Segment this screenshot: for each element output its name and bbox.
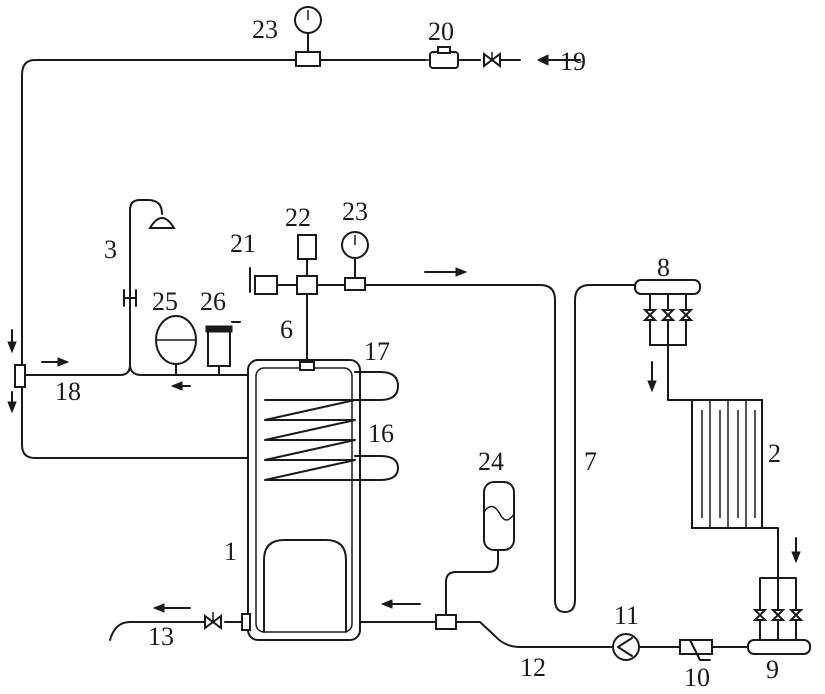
- flow-arrow-icon: [7, 329, 70, 414]
- tee-fitting-18: [14, 199, 163, 388]
- label-24: 24: [478, 447, 504, 476]
- safety-valve-icon: [205, 321, 241, 376]
- air-vent-22: [297, 234, 317, 277]
- four-way-tee: [296, 275, 318, 295]
- drain-valve-icon: [204, 612, 222, 630]
- label-16: 16: [368, 419, 394, 448]
- supply-flow-arrow-icon: [424, 267, 468, 277]
- label-8: 8: [657, 253, 670, 282]
- return-line: [359, 621, 749, 648]
- cold-water-inlet-line: [21, 59, 521, 459]
- heat-exchanger-coil: [264, 371, 399, 481]
- label-1: 1: [224, 537, 237, 566]
- label-22: 22: [285, 203, 311, 232]
- label-17: 17: [364, 337, 390, 366]
- hot-water-draw-line: [129, 364, 249, 391]
- label-12: 12: [520, 653, 546, 682]
- shower-head-icon: [148, 217, 176, 229]
- pump-icon: [612, 633, 640, 661]
- label-18: 18: [55, 377, 81, 406]
- label-25: 25: [152, 287, 178, 316]
- label-20: 20: [428, 17, 454, 46]
- return-flow-arrow-icon: [380, 599, 421, 609]
- return-manifold: [747, 527, 811, 655]
- expansion-tank-icon: [155, 315, 197, 376]
- expansion-vessel-24: [483, 481, 515, 551]
- label-26: 26: [200, 287, 226, 316]
- label-23-top: 23: [252, 15, 278, 44]
- inlet-valve-icon: [483, 52, 501, 68]
- drain-valve-21: [249, 267, 278, 295]
- shower-mixer-valve: [123, 289, 137, 307]
- water-meter-icon: [424, 46, 464, 69]
- manifold-valve-icon: [642, 309, 694, 321]
- label-13: 13: [148, 622, 174, 651]
- label-3: 3: [104, 235, 117, 264]
- label-23-supply: 23: [342, 197, 368, 226]
- label-9: 9: [766, 655, 779, 684]
- filter-icon: [679, 639, 713, 661]
- label-10: 10: [684, 663, 710, 692]
- radiator: [691, 399, 763, 529]
- drain-outlet-line: [109, 613, 251, 641]
- label-21: 21: [230, 229, 256, 258]
- supply-manifold: [634, 279, 701, 401]
- label-19: 19: [560, 47, 586, 76]
- label-6: 6: [280, 315, 293, 344]
- label-2: 2: [768, 439, 781, 468]
- supply-pressure-gauge-icon: [341, 231, 369, 291]
- top-pressure-gauge-icon: [294, 6, 322, 67]
- drain-flow-arrow-icon: [152, 603, 191, 613]
- down-flow-arrow-icon: [647, 361, 657, 393]
- label-11: 11: [614, 601, 639, 630]
- inlet-arrow-icon: [536, 54, 581, 66]
- return-tee: [435, 549, 499, 630]
- return-flow-arrow-icon: [791, 537, 801, 564]
- label-7: 7: [584, 447, 597, 476]
